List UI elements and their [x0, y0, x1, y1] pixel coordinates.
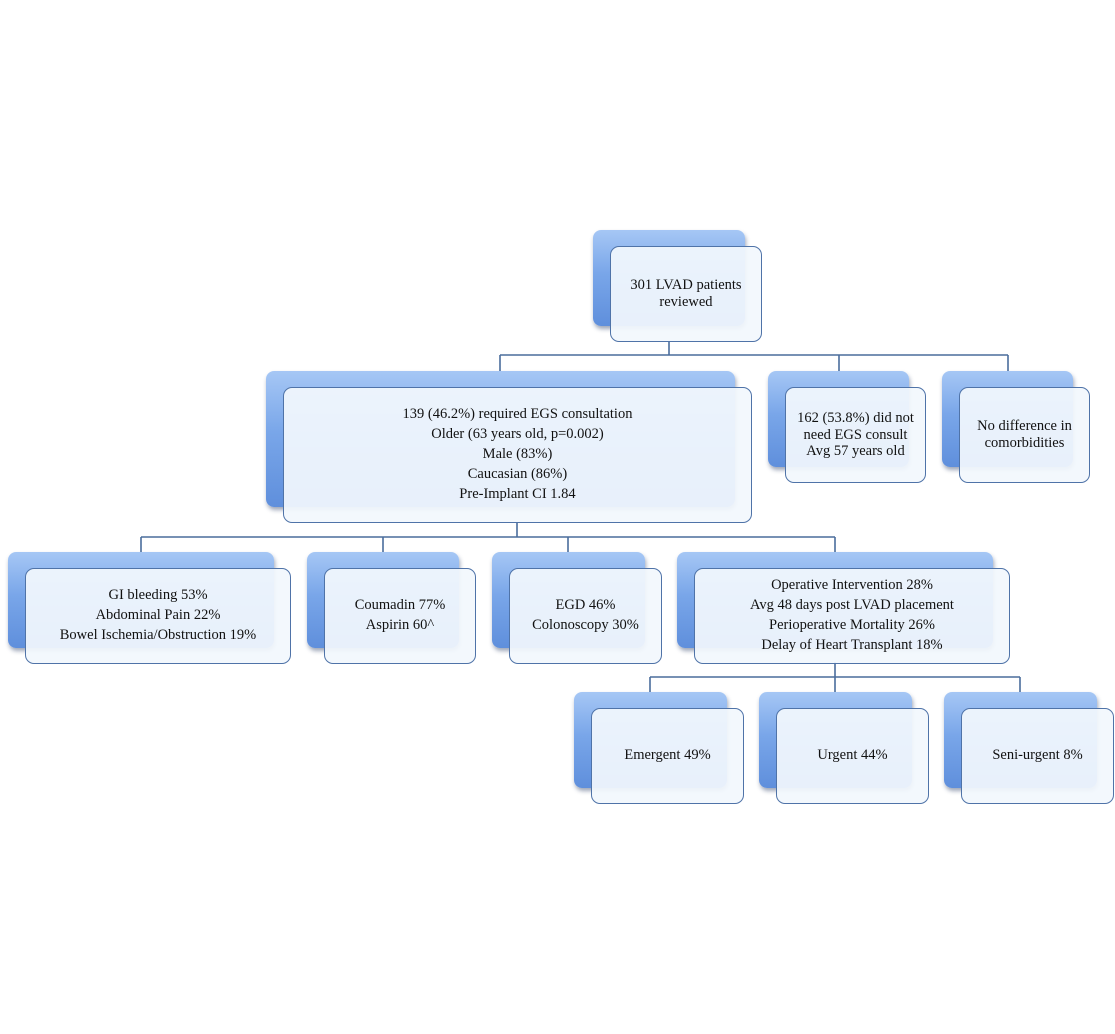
- egs-line-5: Pre-Implant CI 1.84: [459, 485, 576, 502]
- no-egs-line-1: 162 (53.8%) did not: [797, 409, 914, 426]
- comorbidities-node: No difference in comorbidities: [942, 371, 1090, 483]
- egs-line-1: 139 (46.2%) required EGS consultation: [402, 406, 633, 423]
- operative-line-1: Operative Intervention 28%: [771, 577, 933, 594]
- egs-line-2: Older (63 years old, p=0.002): [431, 426, 604, 443]
- comorbidities-box: No difference in comorbidities: [959, 387, 1090, 483]
- endoscopy-box: EGD 46% Colonoscopy 30%: [509, 568, 662, 664]
- egs-consult-box: 139 (46.2%) required EGS consultation Ol…: [283, 387, 752, 523]
- no-egs-node: 162 (53.8%) did not need EGS consult Avg…: [768, 371, 926, 483]
- no-egs-box: 162 (53.8%) did not need EGS consult Avg…: [785, 387, 926, 483]
- endoscopy-line-1: EGD 46%: [555, 597, 616, 614]
- gi-line-1: GI bleeding 53%: [108, 587, 208, 604]
- comorbidities-line-1: No difference in: [977, 418, 1072, 435]
- root-line-2: reviewed: [659, 294, 713, 310]
- operative-line-4: Delay of Heart Transplant 18%: [761, 636, 943, 653]
- anticoag-line-1: Coumadin 77%: [354, 597, 446, 614]
- root-line-1: 301 LVAD patients: [630, 277, 742, 294]
- emergent-box: Emergent 49%: [591, 708, 744, 804]
- anticoag-line-2: Aspirin 60^: [365, 617, 435, 633]
- gi-symptoms-node: GI bleeding 53% Abdominal Pain 22% Bowel…: [8, 552, 291, 664]
- root-node-box: 301 LVAD patients reviewed: [610, 246, 762, 342]
- urgent-label: Urgent 44%: [817, 747, 888, 764]
- comorbidities-line-2: comorbidities: [984, 435, 1065, 451]
- gi-line-3: Bowel Ischemia/Obstruction 19%: [59, 626, 257, 643]
- semi-urgent-label: Seni-urgent 8%: [992, 747, 1083, 764]
- urgent-node: Urgent 44%: [759, 692, 929, 804]
- semi-urgent-box: Seni-urgent 8%: [961, 708, 1114, 804]
- semi-urgent-node: Seni-urgent 8%: [944, 692, 1114, 804]
- emergent-node: Emergent 49%: [574, 692, 744, 804]
- no-egs-line-2: need EGS consult: [803, 426, 908, 443]
- gi-symptoms-box: GI bleeding 53% Abdominal Pain 22% Bowel…: [25, 568, 291, 664]
- egs-line-3: Male (83%): [482, 446, 553, 463]
- egs-consult-node: 139 (46.2%) required EGS consultation Ol…: [266, 371, 752, 523]
- operative-line-3: Perioperative Mortality 26%: [769, 617, 935, 633]
- emergent-label: Emergent 49%: [624, 747, 711, 764]
- anticoagulation-node: Coumadin 77% Aspirin 60^: [307, 552, 476, 664]
- operative-node: Operative Intervention 28% Avg 48 days p…: [677, 552, 1010, 664]
- egs-line-4: Caucasian (86%): [467, 465, 568, 482]
- endoscopy-line-2: Colonoscopy 30%: [532, 617, 639, 633]
- endoscopy-node: EGD 46% Colonoscopy 30%: [492, 552, 662, 664]
- gi-line-2: Abdominal Pain 22%: [95, 607, 221, 624]
- operative-box: Operative Intervention 28% Avg 48 days p…: [694, 568, 1010, 664]
- operative-line-2: Avg 48 days post LVAD placement: [750, 597, 954, 614]
- root-node: 301 LVAD patients reviewed: [593, 230, 763, 342]
- urgent-box: Urgent 44%: [776, 708, 929, 804]
- no-egs-line-3: Avg 57 years old: [806, 443, 905, 460]
- anticoagulation-box: Coumadin 77% Aspirin 60^: [324, 568, 476, 664]
